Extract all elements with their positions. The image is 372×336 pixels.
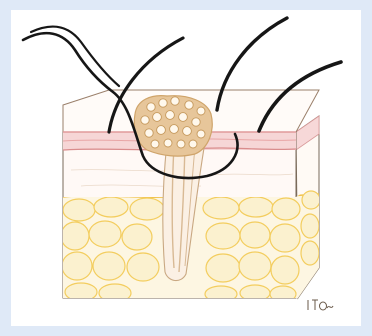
diagram-panel (11, 10, 361, 326)
sebaceous-gland (134, 96, 212, 156)
skin-cross-section-illustration (11, 10, 361, 326)
artist-signature (308, 300, 333, 310)
